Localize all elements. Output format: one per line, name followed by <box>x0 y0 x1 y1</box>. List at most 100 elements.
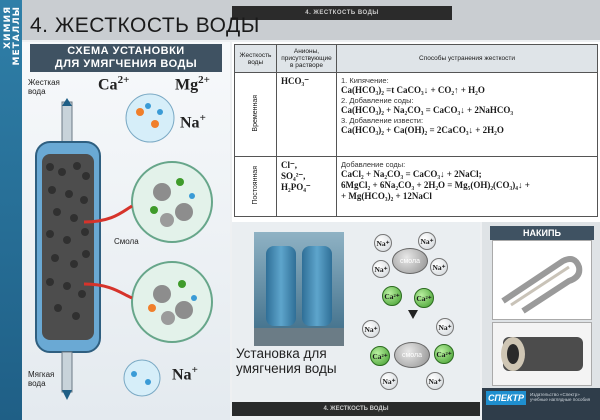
scaled-pipe-icon <box>501 337 583 371</box>
ion-na-charge: + <box>199 112 206 124</box>
header-hardness: Жесткость воды <box>234 44 277 73</box>
schema-heading: СХЕМА УСТАНОВКИ ДЛЯ УМЯГЧЕНИЯ ВОДЫ <box>30 44 222 72</box>
anion: H₂PO₄⁻ <box>281 182 311 192</box>
resin-bead-top: смола <box>392 248 428 274</box>
logo-mark: СПЕКТР <box>486 391 526 405</box>
floor <box>254 328 344 346</box>
method-formula: + Mg(HCO₃)₂ + 12NaCl <box>341 191 432 201</box>
row-anions-cell: Cl⁻, SO₄²⁻, H₂PO₄⁻ <box>276 156 337 217</box>
resin-bead-magnified-1 <box>131 161 213 243</box>
table-header-row: Жесткость воды Анионы, присутствующие в … <box>234 44 598 73</box>
ion-ca-symbol: Ca <box>98 76 118 94</box>
na-ion: Na⁺ <box>430 258 448 276</box>
resin-bead-magnified-2 <box>131 261 213 343</box>
na-ion: Na⁺ <box>426 372 444 390</box>
na-ion: Na⁺ <box>418 232 436 250</box>
resin-bead-bottom: смола <box>394 342 430 368</box>
table-row: Временная HCO₃⁻ 1. Кипячение: Ca(HCO₃)₂ … <box>234 72 598 157</box>
scale-heading: НАКИПЬ <box>490 226 594 240</box>
ion-mg-charge: 2+ <box>198 74 210 86</box>
logo-text: Издательство «Спектр» учебные наглядные … <box>530 392 591 402</box>
hard-water-line1: Жесткая <box>28 78 60 87</box>
table-row: Постоянная Cl⁻, SO₄²⁻, H₂PO₄⁻ Добавление… <box>234 156 598 217</box>
method-formula: Ca(HCO₃)₂ =t CaCO₃↓ + CO₂↑ + H₂O <box>341 85 485 95</box>
ca-ion: Ca²⁺ <box>382 286 402 306</box>
ca-ion: Ca²⁺ <box>370 346 390 366</box>
row-type-temporary: Временная <box>252 95 259 132</box>
soft-water-line1: Мягкая <box>28 370 55 379</box>
method-formula: Ca(HCO₃)₂ + Ca(OH)₂ = 2CaCO₃↓ + 2H₂O <box>341 125 504 135</box>
hard-water-label: Жесткая вода <box>28 78 60 96</box>
side-strip-topic: МЕТАЛЛЫ <box>12 6 22 66</box>
schema-heading-line1: СХЕМА УСТАНОВКИ <box>67 45 185 57</box>
method-step: 3. Добавление извести: <box>341 116 424 125</box>
method-step: 1. Кипячение: <box>341 76 389 85</box>
outlet-pipe <box>61 351 73 393</box>
na-ion: Na⁺ <box>362 320 380 338</box>
soft-water-line2: вода <box>28 379 46 388</box>
ion-na-out-label: Na+ <box>172 364 198 384</box>
ca-ion: Ca²⁺ <box>434 344 454 364</box>
row-anions-cell: HCO₃⁻ <box>276 72 337 157</box>
ion-na-label: Na+ <box>180 112 206 132</box>
arrow-down-icon <box>408 310 418 319</box>
method-formula: 6MgCl₂ + 6Na₂CO₃ + 2H₂O = Mg₅(OH)₂(CO₃)₄… <box>341 180 530 190</box>
resin-label: Смола <box>114 237 139 246</box>
na-ion: Na⁺ <box>374 234 392 252</box>
ion-ca-charge: 2+ <box>117 74 130 86</box>
ca-ion: Ca²⁺ <box>414 288 434 308</box>
tank-left <box>266 246 296 326</box>
tank-right <box>302 246 332 326</box>
installation-caption: Установка для умягчения воды <box>236 346 346 376</box>
soft-water-label: Мягкая вода <box>28 370 54 388</box>
ion-sphere-bottom <box>123 359 161 397</box>
heating-element-icon <box>501 256 583 314</box>
ion-mg-symbol: Mg <box>175 76 199 94</box>
method-step: Добавление соды: <box>341 160 406 169</box>
ion-exchange-illustration: Na⁺ Na⁺ смола Na⁺ Na⁺ Ca²⁺ Ca²⁺ Na⁺ Na⁺ … <box>348 226 478 400</box>
anion: SO₄²⁻, <box>281 171 306 181</box>
row-type-cell: Постоянная <box>234 156 277 217</box>
anion: Cl⁻, <box>281 160 298 170</box>
caption-line1: Установка для <box>236 346 327 361</box>
row-methods-cell: Добавление соды: CaCl₂ + Na₂CO₃ = CaCO₃↓… <box>336 156 598 217</box>
schema-heading-line2: ДЛЯ УМЯГЧЕНИЯ ВОДЫ <box>54 58 198 70</box>
series-label: 4. ЖЕСТКОСТЬ ВОДЫ <box>232 6 452 20</box>
ion-sphere-top <box>125 93 175 143</box>
ion-ca-label: Ca2+ <box>98 74 129 94</box>
heating-element-photo <box>492 240 592 320</box>
side-strip: ХИМИЯ МЕТАЛЛЫ <box>0 0 22 420</box>
softener-diagram <box>35 93 213 400</box>
publisher-logo: СПЕКТР Издательство «Спектр» учебные наг… <box>482 388 600 420</box>
zoom-arrow-1 <box>83 204 133 224</box>
resin-bed <box>42 154 94 340</box>
row-type-cell: Временная <box>234 72 277 157</box>
zoom-arrow-2 <box>83 282 133 300</box>
ion-na-out-charge: + <box>191 364 198 376</box>
caption-line2: умягчения воды <box>236 361 337 376</box>
footer-label: 4. ЖЕСТКОСТЬ ВОДЫ <box>232 402 480 416</box>
anion: HCO₃⁻ <box>281 76 309 86</box>
ion-na-out-symbol: Na <box>172 366 192 384</box>
installation-photo <box>254 232 344 346</box>
na-ion: Na⁺ <box>372 260 390 278</box>
ion-na-symbol: Na <box>180 114 200 132</box>
na-ion: Na⁺ <box>380 372 398 390</box>
hard-water-line2: вода <box>28 87 46 96</box>
inlet-pipe <box>61 101 73 143</box>
row-type-permanent: Постоянная <box>252 166 259 205</box>
inlet-arrow-icon <box>62 98 72 106</box>
ion-mg-label: Mg2+ <box>175 74 210 94</box>
method-formula: Ca(HCO₃)₂ + Na₂CO₃ = CaCO₃↓ + 2NaHCO₃ <box>341 105 514 115</box>
header-anions: Анионы, присутствующие в растворе <box>276 44 337 73</box>
hardness-table: Жесткость воды Анионы, присутствующие в … <box>234 44 598 217</box>
row-methods-cell: 1. Кипячение: Ca(HCO₃)₂ =t CaCO₃↓ + CO₂↑… <box>336 72 598 157</box>
page-title: 4. ЖЕСТКОСТЬ ВОДЫ <box>30 14 260 37</box>
method-formula: CaCl₂ + Na₂CO₃ = CaCO₃↓ + 2NaCl; <box>341 169 482 179</box>
outlet-arrow-icon <box>62 390 72 400</box>
pipe-scale-photo <box>492 322 592 386</box>
resin-grains <box>46 162 90 320</box>
method-step: 2. Добавление соды: <box>341 96 414 105</box>
header-methods: Способы устранения жесткости <box>336 44 598 73</box>
na-ion: Na⁺ <box>436 318 454 336</box>
